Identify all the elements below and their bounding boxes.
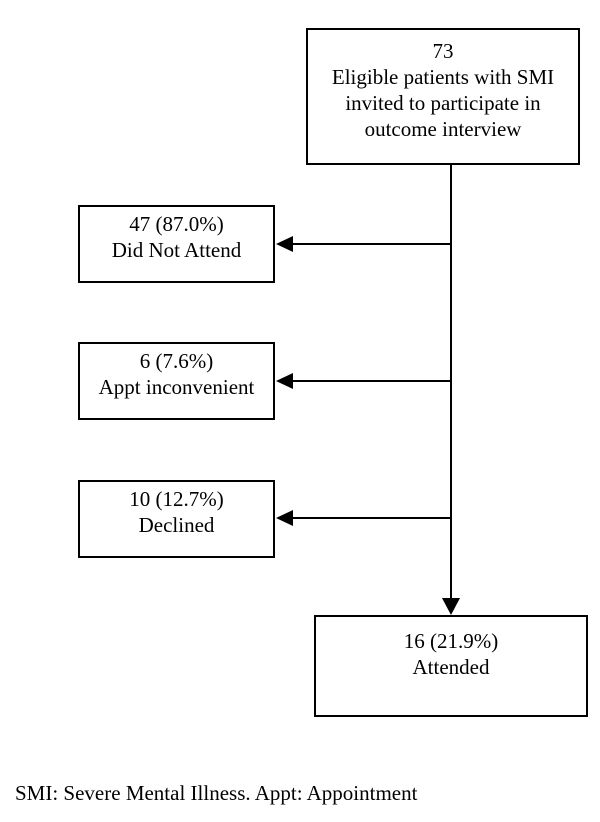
node-label-line: Did Not Attend [111,238,242,262]
node-count: 6 (7.6%) [139,349,214,373]
arrowhead-left-icon [276,236,293,252]
node-appt-inconvenient: 6 (7.6%) Appt inconvenient [78,342,275,420]
node-label-line: invited to participate in [345,90,541,115]
node-count: 73 [432,38,454,63]
arrowhead-left-icon [276,510,293,526]
connector-branch-appt-inconvenient [292,380,452,382]
node-eligible-patients: 73 Eligible patients with SMI invited to… [306,28,580,165]
node-label-line: Eligible patients with SMI [331,64,555,89]
node-label-line: Declined [138,513,215,537]
node-count: 16 (21.9%) [403,629,499,653]
node-count: 47 (87.0%) [129,212,224,236]
arrowhead-down-icon [442,598,460,615]
node-declined: 10 (12.7%) Declined [78,480,275,558]
node-label-line: outcome interview [364,116,522,141]
node-did-not-attend: 47 (87.0%) Did Not Attend [78,205,275,283]
arrowhead-left-icon [276,373,293,389]
node-label-line: Appt inconvenient [98,375,255,399]
node-label-line: Attended [412,655,490,679]
connector-branch-declined [292,517,452,519]
abbreviation-footnote: SMI: Severe Mental Illness. Appt: Appoin… [15,781,418,805]
node-count: 10 (12.7%) [129,487,224,511]
node-attended: 16 (21.9%) Attended [314,615,588,717]
connector-branch-did-not-attend [292,243,452,245]
